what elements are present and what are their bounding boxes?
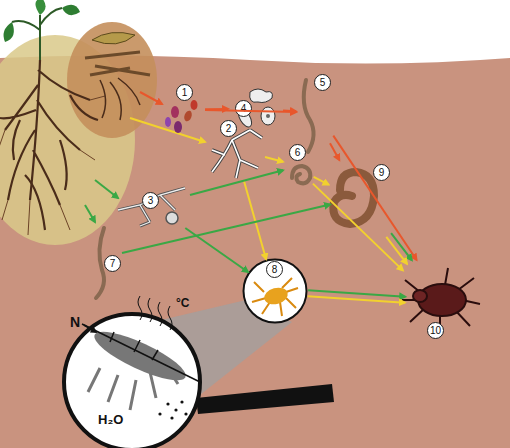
leaf-litter [85, 32, 150, 120]
feeding-arrow [333, 136, 416, 260]
callout-number: 2 [220, 120, 237, 137]
organism-node: 4 [228, 86, 283, 131]
feeding-arrow [308, 296, 405, 303]
feeding-arrow [185, 228, 248, 272]
nematode [292, 166, 310, 183]
mite-body [262, 285, 289, 307]
annotation-label: H₂O [98, 412, 123, 427]
nematode [304, 80, 314, 152]
nematode [96, 228, 104, 298]
feeding-arrow [205, 110, 296, 112]
callout-number: 3 [142, 192, 159, 209]
callout-number: 1 [176, 84, 193, 101]
litter-arrow [140, 92, 162, 104]
annotation-label: N [70, 314, 80, 330]
feeding-arrow [190, 170, 283, 195]
callout-number: 7 [104, 255, 121, 272]
organism-node: 6 [283, 142, 315, 190]
organism-node: 7 [88, 212, 122, 302]
callout-number: 4 [235, 100, 252, 117]
callout-number: 9 [373, 164, 390, 181]
litter-arrow [130, 118, 205, 142]
litter-zone [67, 22, 157, 138]
organism-node: 9 [330, 160, 390, 235]
feeding-arrow [244, 180, 266, 259]
callout-number: 5 [314, 74, 331, 91]
root-arrow [95, 180, 118, 198]
feeding-arrow [330, 143, 339, 160]
plant [0, 0, 105, 235]
feeding-arrow [313, 184, 403, 271]
organism-node: 2 [205, 118, 265, 180]
organism-node: 1 [160, 82, 205, 137]
feeding-arrow [122, 205, 330, 254]
organism-node: 3 [115, 182, 190, 228]
callout-number: 8 [266, 261, 283, 278]
feeding-arrow [391, 233, 412, 260]
feeding-arrow [265, 157, 283, 162]
mycorrhizal-fungi [118, 188, 185, 226]
callout-number: 10 [427, 322, 444, 339]
predatory-mite [402, 268, 480, 332]
mite-legs [252, 278, 298, 316]
feeding-arrow [386, 237, 407, 264]
organism-node: 5 [296, 70, 330, 155]
magnifier [64, 296, 334, 448]
organism-circle: 8 [242, 258, 308, 324]
feeding-arrow [283, 109, 296, 112]
feeding-arrow [205, 108, 228, 110]
bacteria [165, 100, 198, 133]
feeding-arrow [314, 177, 329, 185]
root-arrow [85, 205, 95, 222]
node-circle [244, 260, 307, 323]
feeding-arrow [308, 290, 405, 297]
organism-node: 10 [405, 262, 475, 342]
saprotrophic-fungi [212, 130, 262, 178]
protists [236, 89, 275, 129]
annotation-label: °C [176, 296, 189, 310]
earthworm [333, 172, 374, 224]
callout-number: 6 [289, 144, 306, 161]
